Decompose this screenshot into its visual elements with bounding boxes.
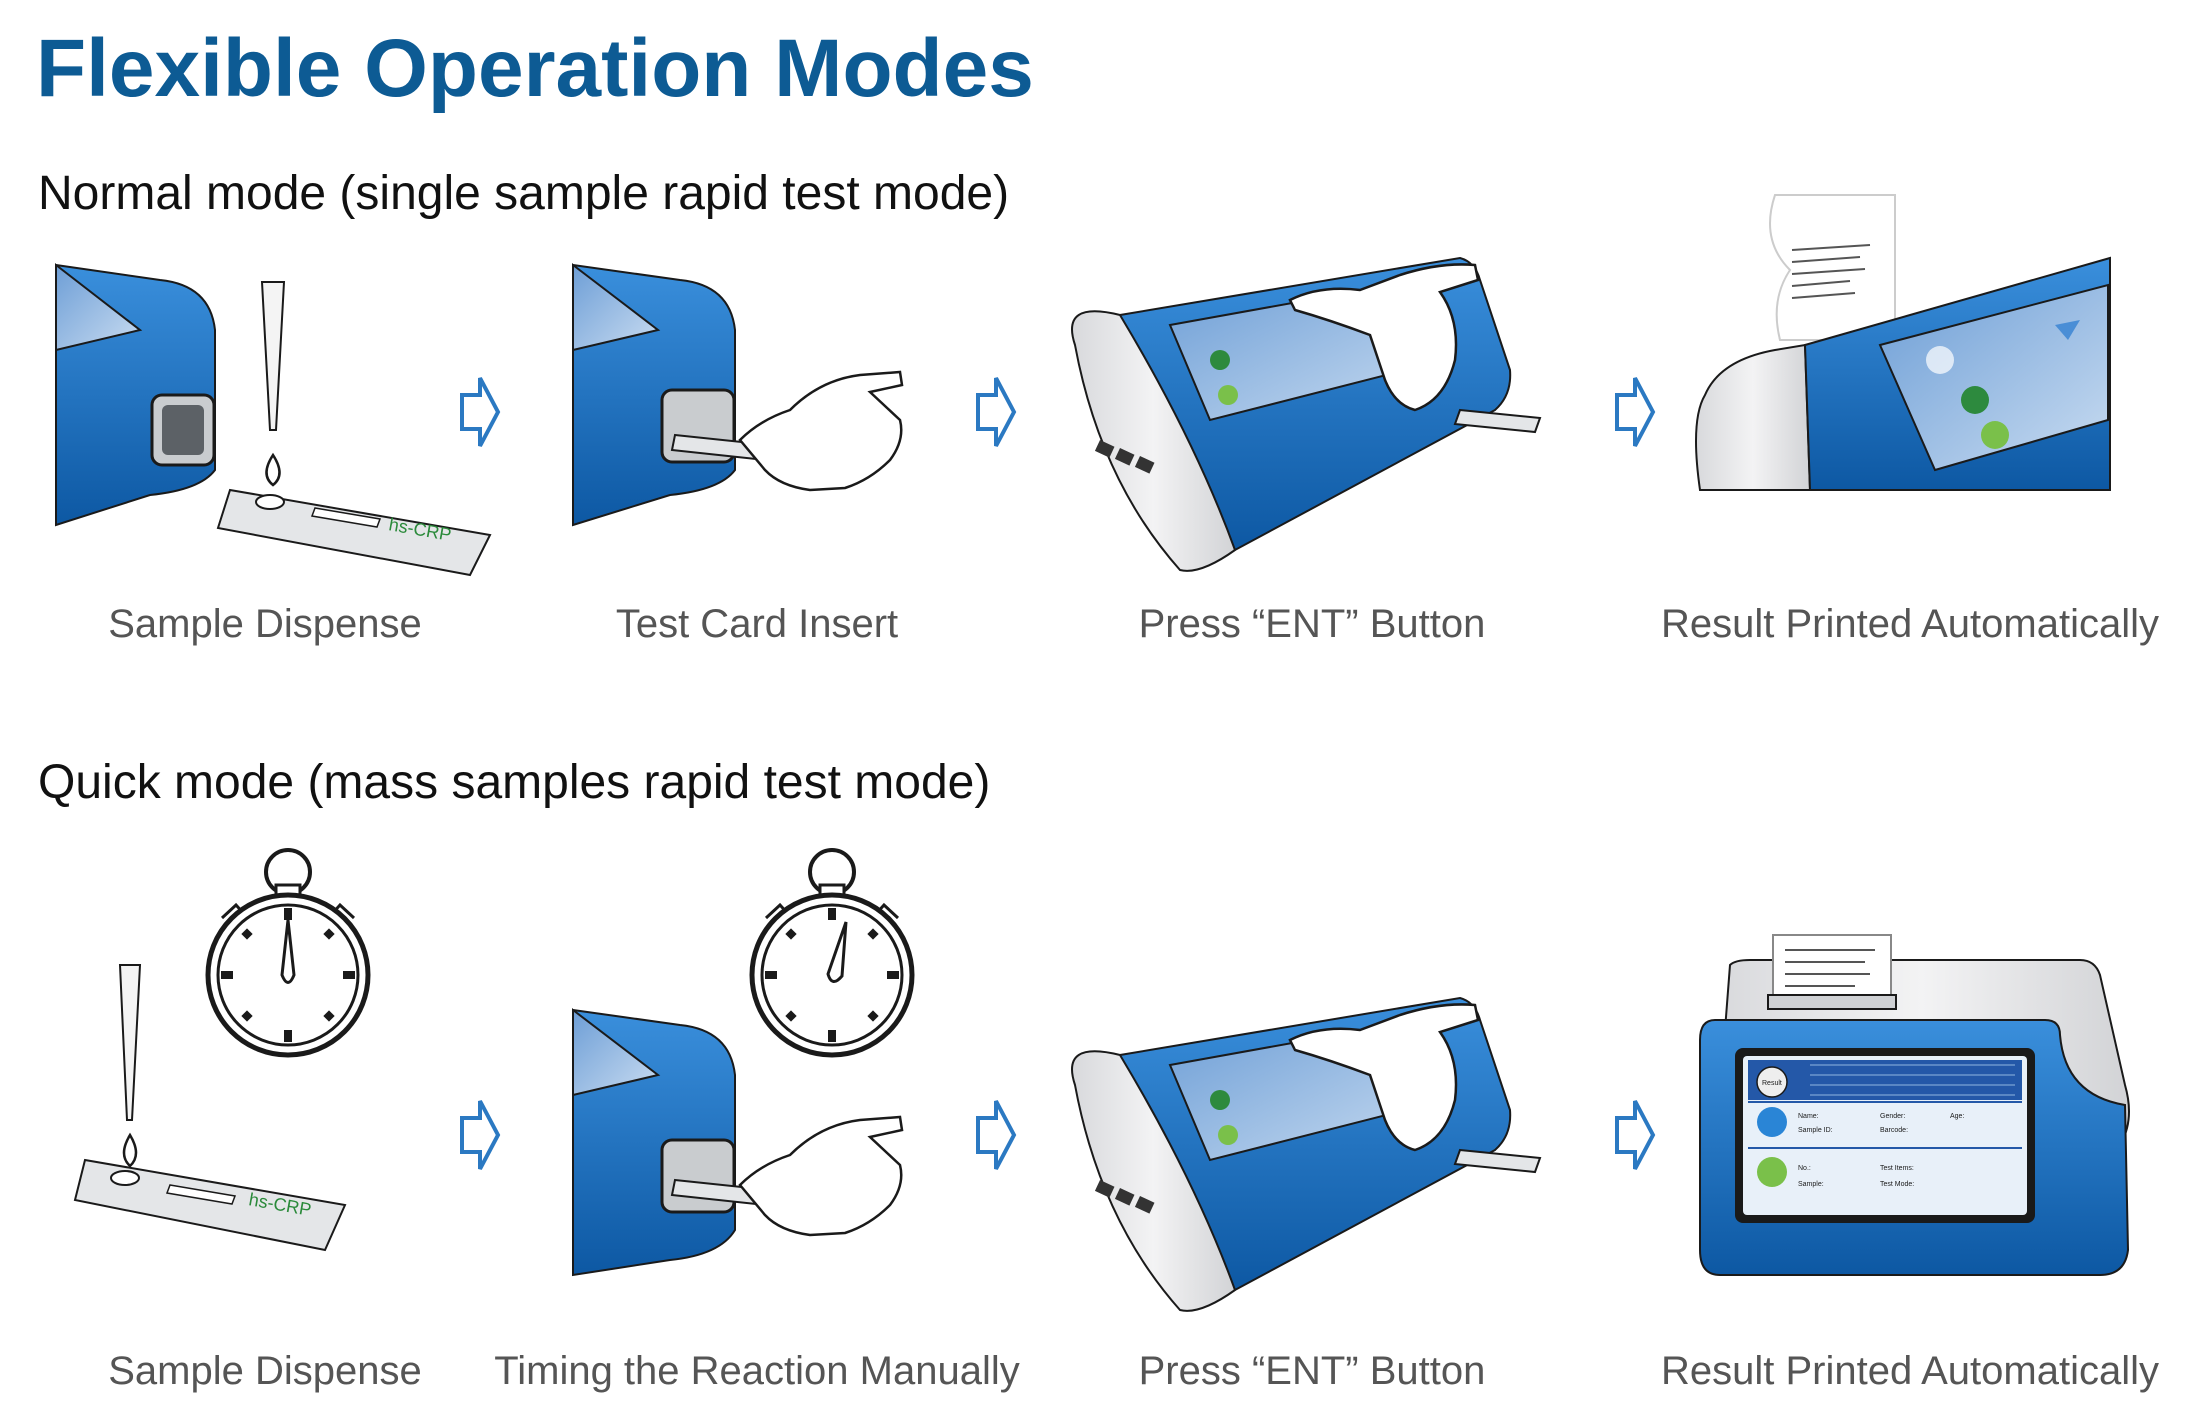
normal-step-4-illustration — [1695, 194, 2111, 491]
quick-step-2-illustration — [572, 848, 915, 1277]
normal-step-2-illustration — [572, 262, 904, 527]
pipette-icon — [118, 964, 142, 1168]
quick-mode-title: Quick mode (mass samples rapid test mode… — [38, 756, 991, 809]
pipette-icon — [260, 281, 286, 487]
quick-step-3-illustration — [1071, 996, 1542, 1312]
normal-step-3-illustration — [1071, 256, 1542, 572]
normal-step-1-label: Sample Dispense — [108, 602, 422, 646]
arrow-right-icon — [460, 1100, 501, 1170]
test-card: hs-CRP — [73, 1158, 347, 1252]
hand-icon — [1288, 1003, 1480, 1152]
screen-sample-id-label: Sample ID: — [1798, 1127, 1833, 1134]
printer-paper-icon — [1769, 194, 1896, 341]
stopwatch-icon — [205, 848, 371, 1058]
test-card: hs-CRP — [216, 488, 492, 577]
normal-step-4-label: Result Printed Automatically — [1660, 602, 2160, 646]
stopwatch-icon — [749, 848, 915, 1058]
quick-step-1-illustration: hs-CRP — [73, 848, 371, 1252]
quick-step-1-label: Sample Dispense — [108, 1349, 422, 1393]
screen-test-mode-label: Test Mode: — [1880, 1181, 1914, 1188]
quick-step-3-label: Press “ENT” Button — [1138, 1349, 1486, 1393]
arrow-right-icon — [976, 377, 1017, 447]
hand-icon — [1288, 263, 1480, 412]
screen-sample-label: Sample: — [1798, 1181, 1824, 1188]
normal-step-3-label: Press “ENT” Button — [1138, 602, 1486, 646]
quick-step-4-illustration: Result Name: Gender: Age: Sample ID: Bar… — [1699, 934, 2130, 1276]
arrow-right-icon — [1615, 1100, 1656, 1170]
screen-result-button: Result — [1762, 1080, 1782, 1087]
screen-gender-label: Gender: — [1880, 1113, 1905, 1120]
arrow-right-icon — [460, 377, 501, 447]
screen-no-label: No.: — [1798, 1165, 1811, 1172]
normal-mode-title: Normal mode (single sample rapid test mo… — [38, 167, 1010, 220]
hand-icon — [738, 1115, 904, 1237]
quick-step-4-label: Result Printed Automatically — [1660, 1349, 2160, 1393]
normal-step-1-illustration: hs-CRP — [55, 262, 492, 577]
screen-barcode-label: Barcode: — [1880, 1127, 1908, 1134]
arrow-right-icon — [976, 1100, 1017, 1170]
normal-step-2-label: Test Card Insert — [615, 602, 899, 646]
printer-paper-icon — [1772, 934, 1892, 996]
screen-name-label: Name: — [1798, 1113, 1819, 1120]
arrow-right-icon — [1615, 377, 1656, 447]
screen-test-items-label: Test Items: — [1880, 1165, 1914, 1172]
screen-age-label: Age: — [1950, 1113, 1964, 1120]
page-title: Flexible Operation Modes — [36, 23, 1034, 114]
quick-step-2-label: Timing the Reaction Manually — [494, 1349, 1020, 1393]
hand-icon — [738, 370, 904, 492]
